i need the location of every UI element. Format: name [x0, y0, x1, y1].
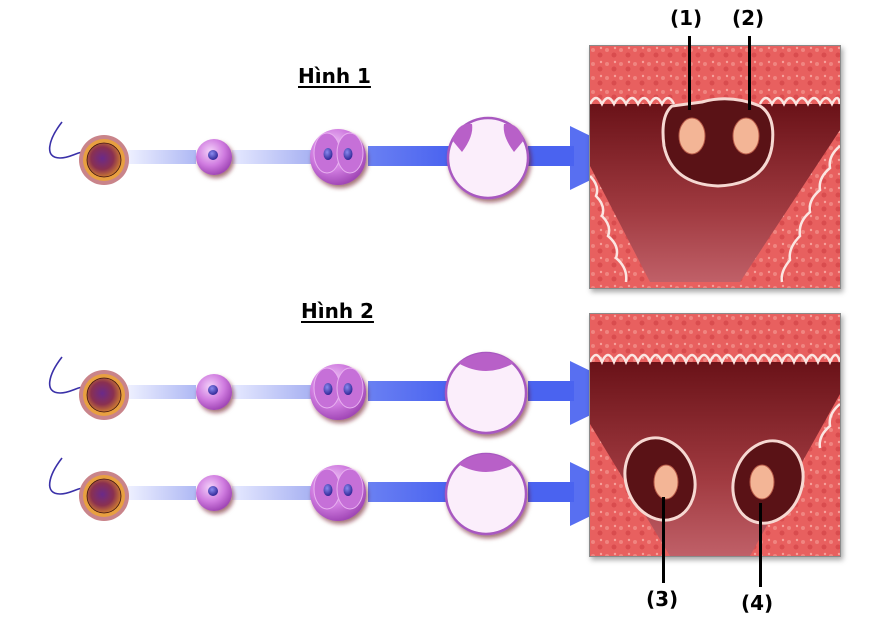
blastocyst-two-cell-masses [446, 116, 530, 200]
embryo-4 [749, 464, 775, 500]
track-segment [368, 381, 450, 401]
uterus-panel-figure-2 [589, 313, 841, 557]
gestational-sac-right [731, 439, 805, 525]
one-cell-embryo [196, 139, 232, 175]
gestational-sac-left [623, 436, 697, 522]
embryo-2 [732, 117, 760, 155]
leader-line-1 [688, 36, 691, 110]
label-4: (4) [741, 591, 774, 615]
figure-2-title: Hình 2 [301, 299, 374, 323]
endometrium-folds [590, 96, 840, 107]
leader-line-3 [662, 497, 665, 583]
track-segment [232, 385, 312, 399]
uterine-cavity [590, 104, 840, 282]
inner-cell-mass [503, 123, 524, 152]
track-segment [528, 381, 574, 401]
one-cell-embryo [196, 475, 232, 511]
shared-gestational-sac [661, 97, 775, 188]
track-segment [232, 486, 312, 500]
zygote-with-sperm [48, 121, 129, 185]
track-segment [128, 150, 196, 164]
blastocyst-single-cell-mass [444, 351, 528, 435]
figure-1-development-row [0, 100, 873, 210]
two-cell-embryo [310, 129, 366, 185]
two-cell-embryo [310, 465, 366, 521]
nucleus [343, 148, 353, 160]
egg-cell [86, 142, 122, 178]
label-1: (1) [670, 6, 703, 30]
track-segment [128, 486, 196, 500]
uterus-panel-figure-1 [589, 45, 841, 289]
figure-2-development-row-b [0, 436, 873, 546]
track-segment [368, 482, 450, 502]
blastocyst-single-cell-mass [444, 452, 528, 536]
zygote-with-sperm [48, 457, 129, 521]
embryo-1 [678, 117, 706, 155]
track-segment [528, 146, 574, 166]
track-segment [528, 482, 574, 502]
development-track [128, 146, 574, 166]
leader-line-4 [759, 503, 762, 587]
track-segment [368, 146, 450, 166]
label-3: (3) [646, 587, 679, 611]
inner-cell-mass [458, 353, 514, 371]
inner-cell-mass [452, 123, 473, 152]
track-segment [232, 150, 312, 164]
figure-1-title: Hình 1 [298, 64, 371, 88]
two-cell-embryo [310, 364, 366, 420]
endometrium-folds [590, 353, 840, 366]
one-cell-embryo [196, 374, 232, 410]
zygote-with-sperm [48, 356, 129, 420]
track-segment [128, 385, 196, 399]
label-2: (2) [732, 6, 765, 30]
embryo-3 [653, 464, 679, 500]
nucleus [323, 148, 333, 160]
leader-line-2 [748, 36, 751, 110]
nucleus [208, 150, 218, 160]
